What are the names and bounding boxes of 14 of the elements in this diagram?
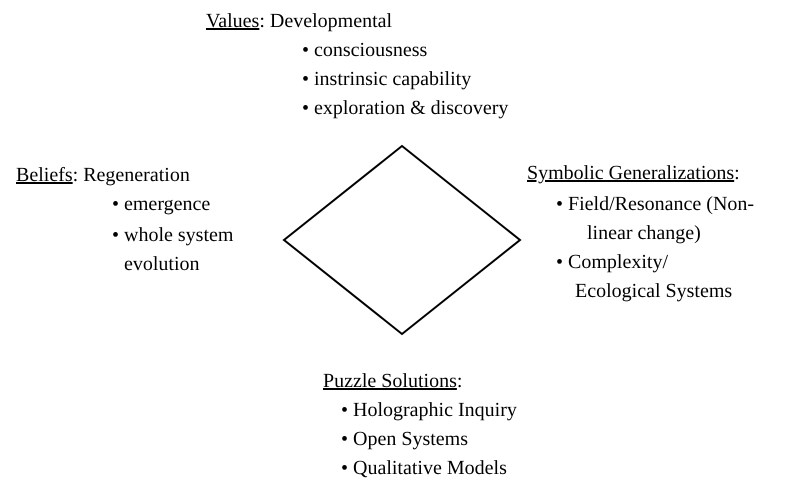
bullet-item: • consciousness — [302, 38, 428, 62]
heading-text: Puzzle Solutions: — [323, 369, 462, 393]
bullet-item: • Qualitative Models — [341, 456, 507, 480]
bullet-item: • Holographic Inquiry — [341, 398, 517, 422]
bullet-item: • whole system evolution — [112, 223, 234, 277]
bullet-item: • emergence — [112, 192, 210, 216]
bullet-item: • exploration & discovery — [302, 96, 508, 120]
bullet-item: • Open Systems — [341, 427, 468, 451]
heading-text: Values: Developmental — [206, 9, 392, 33]
heading-text: Beliefs: Regeneration — [16, 163, 190, 187]
bullet-item: • Complexity/ Ecological Systems — [556, 250, 734, 304]
heading-text: Symbolic Generalizations: — [527, 161, 740, 185]
bullet-item: • instrinsic capability — [302, 67, 472, 91]
bullet-item: • Field/Resonance (Non-linear change) — [556, 192, 756, 246]
